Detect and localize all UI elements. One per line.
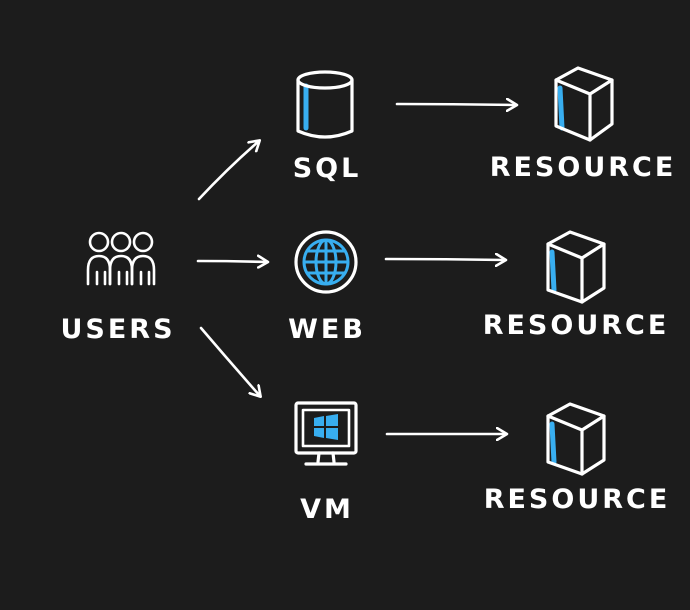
connectors — [196, 104, 516, 434]
resource-label-bottom: RESOURCE — [484, 484, 671, 515]
users-node: USERS — [60, 231, 175, 345]
arrow-users-to-sql — [197, 141, 259, 201]
globe-icon — [294, 230, 358, 294]
arrow-users-to-web — [196, 261, 267, 262]
arrow-sql-to-resource — [395, 104, 516, 105]
cube-icon — [546, 402, 606, 476]
web-node: WEB — [288, 230, 366, 345]
sql-node: SQL — [293, 70, 362, 184]
arrow-users-to-vm — [199, 326, 260, 396]
resource-node-middle: RESOURCE — [483, 230, 670, 341]
cube-icon — [546, 230, 606, 304]
resource-label-top: RESOURCE — [490, 152, 677, 183]
resource-label-middle: RESOURCE — [483, 310, 670, 341]
cube-icon — [554, 66, 614, 142]
resource-node-top: RESOURCE — [490, 66, 677, 183]
users-icon — [86, 231, 156, 286]
monitor-windows-icon — [294, 401, 358, 466]
vm-node: VM — [294, 401, 358, 525]
users-label: USERS — [60, 314, 175, 345]
sql-label: SQL — [293, 153, 362, 184]
arrow-web-to-resource — [384, 259, 505, 260]
database-icon — [296, 70, 354, 139]
resource-node-bottom: RESOURCE — [484, 402, 671, 515]
web-label: WEB — [288, 314, 366, 345]
vm-label: VM — [300, 494, 354, 525]
